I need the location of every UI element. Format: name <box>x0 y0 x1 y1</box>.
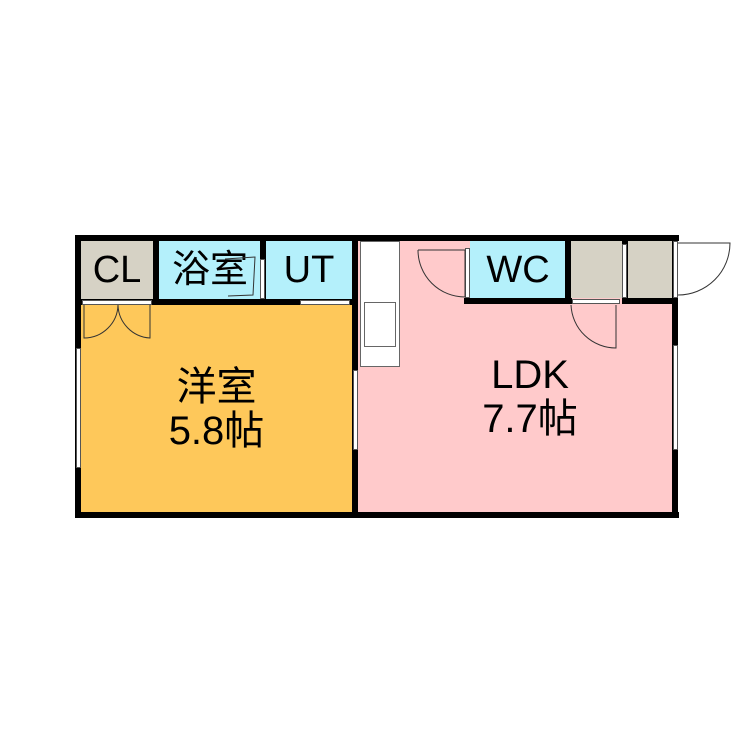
bath-door <box>260 259 265 299</box>
storage-1 <box>571 241 622 298</box>
wall-cl <box>153 235 159 305</box>
entrance-door <box>673 241 678 298</box>
closet-label: CL <box>92 249 142 291</box>
ldk-name: LDK <box>491 352 569 397</box>
ldk-size: 7.7帖 <box>482 396 578 441</box>
entrance-door-swing <box>677 242 731 296</box>
wall-wet-area <box>75 299 358 305</box>
bathroom-label: 浴室 <box>171 249 248 291</box>
window-east <box>673 345 678 450</box>
ut-opening <box>300 300 350 305</box>
wall-bottom <box>75 512 679 518</box>
wall-storage-bottom <box>622 298 678 304</box>
wc-label: WC <box>486 248 550 291</box>
storage-2 <box>628 241 672 298</box>
cl-door-opening <box>82 300 152 305</box>
storage-door-swing <box>570 304 617 349</box>
wall-wc-bottom <box>464 298 572 304</box>
cl-door-swing-left <box>83 304 119 339</box>
wall-top <box>75 235 679 241</box>
bathroom: 浴室 <box>159 241 261 299</box>
utility-label: UT <box>283 249 335 291</box>
kitchen-counter <box>360 241 400 367</box>
bath-fixture <box>224 256 256 297</box>
storage-door <box>572 299 620 304</box>
cl-door-swing-right <box>117 304 151 339</box>
utility-room: UT <box>266 241 352 299</box>
western-room: 洋室 5.8帖 <box>81 305 352 512</box>
storage-divider-door <box>622 244 627 298</box>
wc: WC <box>470 241 566 298</box>
western-room-name: 洋室 <box>176 364 257 409</box>
western-room-size: 5.8帖 <box>168 408 265 453</box>
wall-wc-right <box>565 235 571 304</box>
wc-door-swing <box>417 249 466 298</box>
window-middle <box>353 370 358 450</box>
closet: CL <box>81 241 153 299</box>
kitchen-sink <box>364 302 396 347</box>
window-west <box>76 348 81 468</box>
